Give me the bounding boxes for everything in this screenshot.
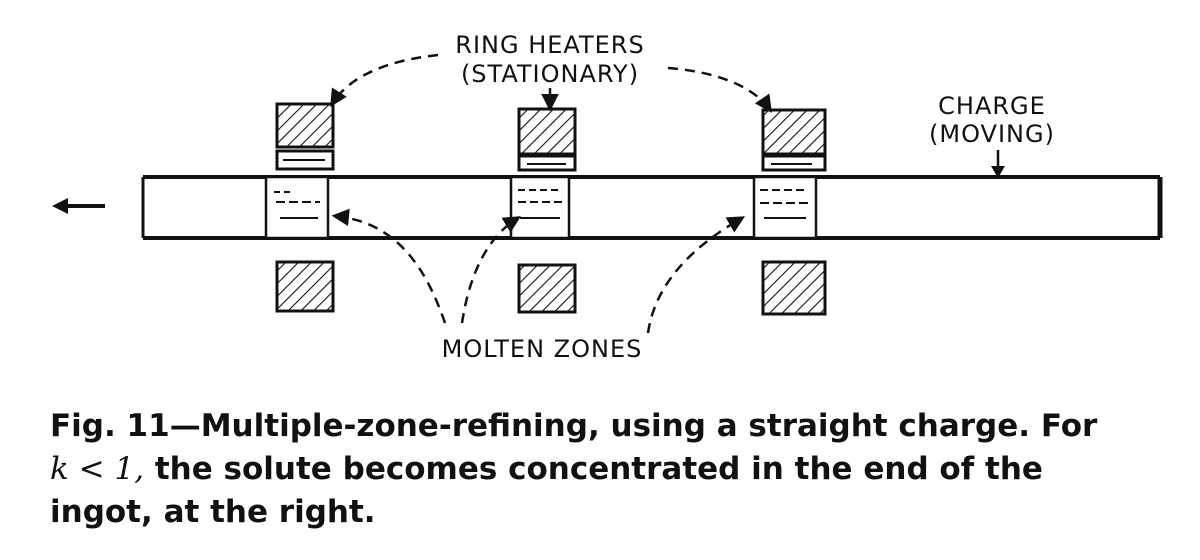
ring-heaters-leaders xyxy=(330,53,772,113)
caption-line-2: k < 1, the solute becomes concentrated i… xyxy=(50,448,1150,491)
ring-heater-3 xyxy=(761,108,827,316)
molten-zone-2 xyxy=(509,175,571,240)
caption-math-inequality: k < 1, xyxy=(50,451,145,487)
caption-line-1: Fig. 11—Multiple-zone-refining, using a … xyxy=(50,408,1098,444)
ring-heater-2 xyxy=(517,107,577,314)
caption-line-2-text: the solute becomes concentrated in the e… xyxy=(144,451,1043,487)
caption-line-3: ingot, at the right. xyxy=(50,494,376,530)
charge-leader xyxy=(991,150,1005,178)
charge-label: CHARGE xyxy=(938,92,1046,120)
molten-zones-label: MOLTEN ZONES xyxy=(442,335,643,363)
ring-heaters-sublabel: (STATIONARY) xyxy=(461,60,639,88)
ring-heaters-label: RING HEATERS xyxy=(455,31,644,59)
figure-caption: Fig. 11—Multiple-zone-refining, using a … xyxy=(50,405,1150,534)
ring-heater-1 xyxy=(275,102,335,313)
molten-zone-3 xyxy=(752,175,818,240)
molten-zones-leaders xyxy=(331,208,746,334)
diagram-canvas: RING HEATERS (STATIONARY) CHARGE (MOVING… xyxy=(52,31,1163,363)
molten-zone-1 xyxy=(264,175,330,240)
charge-sublabel: (MOVING) xyxy=(929,120,1055,148)
left-arrow-icon xyxy=(52,198,105,214)
